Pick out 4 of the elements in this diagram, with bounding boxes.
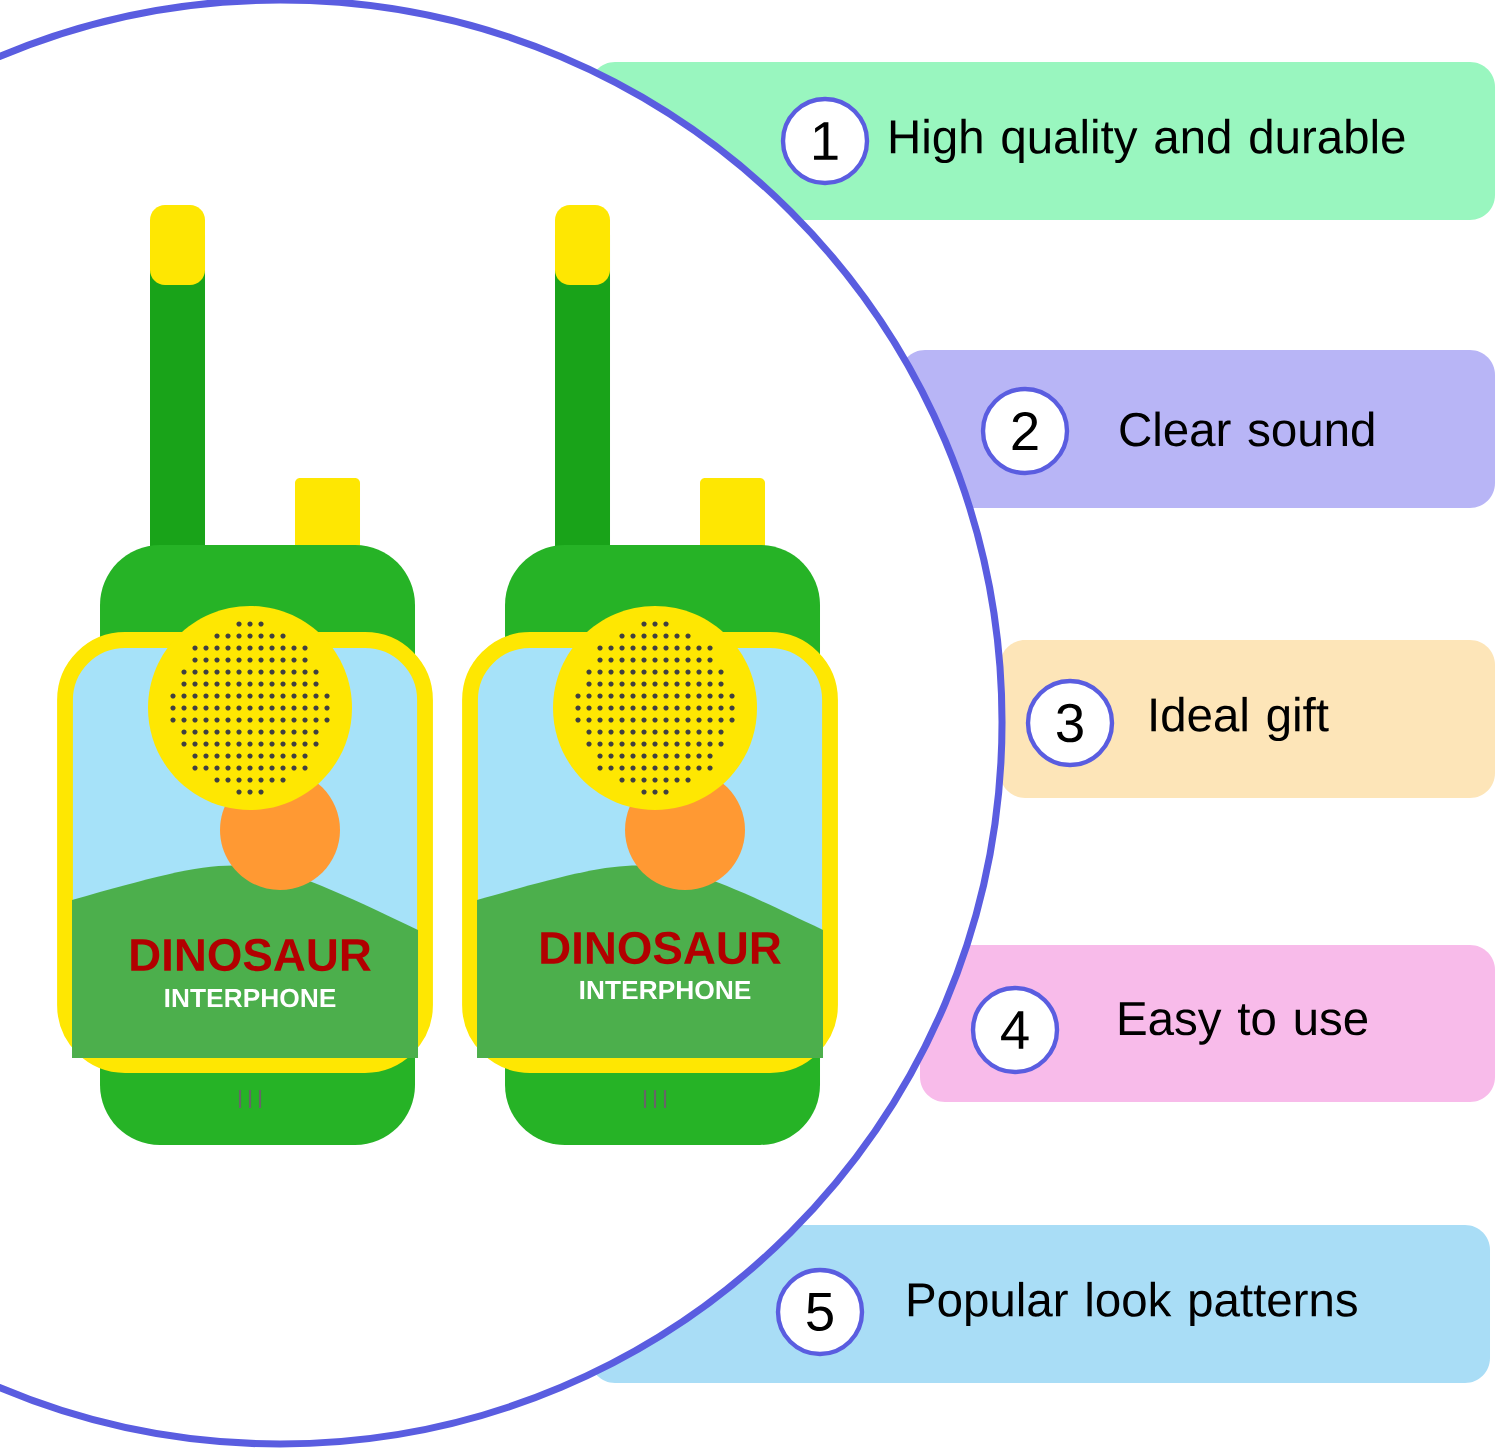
- product-label-text: INTERPHONE: [165, 988, 336, 1008]
- product-label-text: DINOSAUR: [131, 938, 371, 972]
- product-label-text: INTERPHONE: [580, 980, 751, 1000]
- product-label-text: DINOSAUR: [541, 931, 781, 965]
